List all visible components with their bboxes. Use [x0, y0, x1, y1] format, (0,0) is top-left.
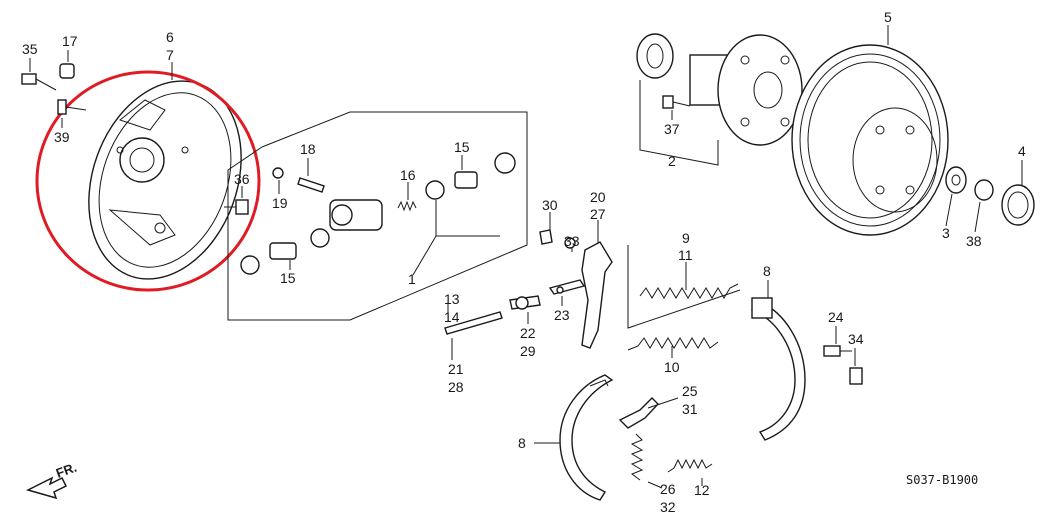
bolt-36: [224, 199, 249, 215]
callout-20: 20: [590, 189, 606, 205]
washer-33: [564, 237, 576, 249]
adjuster-rod: [444, 279, 586, 335]
callout-3: 3: [942, 225, 950, 241]
callout-24: 24: [828, 309, 844, 325]
spring-12: [667, 458, 713, 473]
callout-27: 27: [590, 206, 606, 222]
callout-30: 30: [542, 197, 558, 213]
retainer-25-31: [618, 397, 659, 429]
callout-16: 16: [400, 167, 416, 183]
hub-assembly: [636, 33, 803, 166]
callout-31: 31: [682, 401, 698, 417]
callout-32: 32: [660, 499, 676, 515]
diagram-code: S037-B1900: [906, 473, 978, 487]
callout-15b: 15: [280, 270, 296, 286]
callout-22: 22: [520, 325, 536, 341]
callout-2: 2: [668, 153, 676, 169]
callout-21: 21: [448, 361, 464, 377]
callout-4: 4: [1018, 143, 1026, 159]
clip-30: [539, 229, 553, 245]
callout-35: 35: [22, 41, 38, 57]
callout-12: 12: [694, 482, 710, 498]
brake-shoe-upper: [751, 297, 806, 441]
callout-34: 34: [848, 331, 864, 347]
callout-18: 18: [300, 141, 316, 157]
spring-9-11: [627, 245, 741, 329]
bolt-35: [21, 73, 57, 91]
callout-28: 28: [448, 379, 464, 395]
callout-25: 25: [682, 383, 698, 399]
spring-10: [627, 337, 719, 351]
callout-11: 11: [678, 247, 693, 263]
callout-labels: 35 17 6 7 39 36 18 19 16 15 15 1 13 14 2…: [22, 9, 1026, 515]
callout-7: 7: [166, 47, 174, 63]
callout-17: 17: [62, 33, 78, 49]
callout-13: 13: [444, 291, 460, 307]
nut-39: [57, 99, 87, 115]
brake-drum: [791, 44, 949, 236]
callout-39: 39: [54, 129, 70, 145]
callout-8b: 8: [763, 263, 771, 279]
callout-19: 19: [272, 195, 288, 211]
callout-36: 36: [234, 171, 250, 187]
washer-3: [945, 166, 967, 194]
callout-1: 1: [408, 271, 416, 287]
callout-15a: 15: [454, 139, 470, 155]
wheel-cylinder-assembly: [227, 111, 528, 321]
callout-38: 38: [966, 233, 982, 249]
front-direction-arrow: FR.: [25, 460, 79, 500]
callout-33: 33: [564, 233, 580, 249]
spring-26-32: [630, 433, 644, 481]
cap-4: [1001, 184, 1035, 226]
leader-lines: [29, 25, 1023, 489]
nut-38: [974, 179, 994, 201]
callout-9: 9: [682, 230, 690, 246]
callout-29: 29: [520, 343, 536, 359]
clip-34: [849, 367, 863, 385]
backing-plate: [88, 80, 242, 280]
callout-23: 23: [554, 307, 570, 323]
callout-5: 5: [884, 9, 892, 25]
front-direction-label: FR.: [54, 460, 79, 481]
callout-6: 6: [166, 29, 174, 45]
clip-17: [59, 63, 75, 79]
callout-14: 14: [444, 309, 460, 325]
callout-37: 37: [664, 121, 680, 137]
pin-24: [823, 345, 852, 357]
callout-26: 26: [660, 481, 676, 497]
highlight-circle: [35, 70, 261, 292]
parking-lever: [581, 241, 613, 349]
callout-8a: 8: [518, 435, 526, 451]
brake-shoe-lower: [559, 374, 614, 501]
callout-10: 10: [664, 359, 680, 375]
